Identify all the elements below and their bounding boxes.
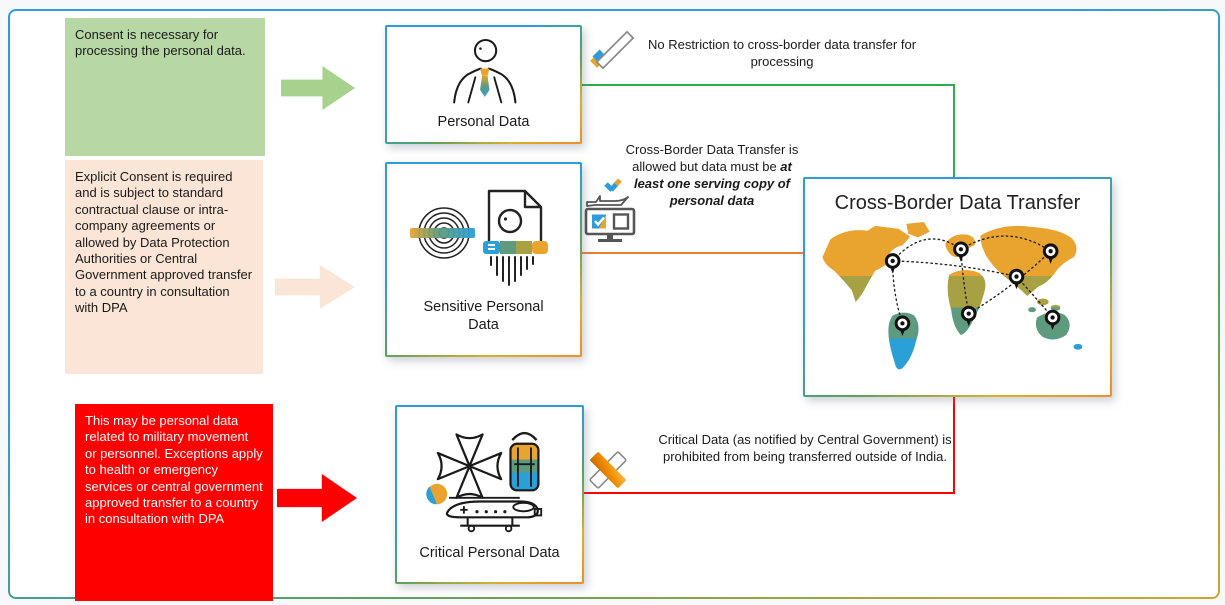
fingerprint-document-icon [409, 185, 559, 294]
annotation-text-emphasis: at least one serving copy of personal da… [633, 158, 792, 208]
connector-personal-to-map [578, 84, 955, 86]
note-consent-personal: Consent is necessary for processing the … [65, 18, 265, 156]
category-box-sensitive-personal-data: Sensitive Personal Data [385, 162, 582, 357]
note-explicit-consent-sensitive: Explicit Consent is required and is subj… [65, 160, 263, 374]
connector-sensitive-to-map [578, 252, 805, 254]
annotation-text: Cross-Border Data Transfer is allowed bu… [625, 142, 799, 174]
cross-border-data-transfer-panel: Cross-Border Data Transfer [803, 177, 1112, 397]
note-military-critical: This may be personal data related to mil… [75, 404, 273, 601]
annotation-prohibited: Critical Data (as notified by Central Go… [648, 432, 962, 466]
person-icon [441, 38, 527, 109]
connector-personal-to-map-vertical [953, 84, 955, 178]
category-label: Critical Personal Data [419, 544, 560, 561]
connector-critical-to-map-vertical [953, 392, 955, 494]
map-panel-title: Cross-Border Data Transfer [834, 192, 1081, 214]
category-box-personal-data: Personal Data [385, 25, 582, 144]
note-text: Consent is necessary for processing the … [75, 27, 246, 59]
category-label: Personal Data [437, 113, 530, 130]
check-marker-icon [586, 30, 636, 81]
annotation-text: No Restriction to cross-border data tran… [647, 37, 917, 69]
annotation-no-restriction: No Restriction to cross-border data tran… [645, 37, 919, 71]
map-pins [884, 241, 1060, 337]
note-text: This may be personal data related to mil… [85, 413, 263, 527]
monitor-check-icon [583, 174, 637, 249]
crossed-out-icon [584, 446, 632, 499]
category-label: Sensitive Personal Data [423, 298, 544, 333]
category-box-critical-personal-data: Critical Personal Data [395, 405, 584, 584]
connector-critical-to-map [581, 492, 955, 494]
annotation-text: Critical Data (as notified by Central Go… [658, 432, 952, 464]
world-map-icon [816, 220, 1100, 381]
note-text: Explicit Consent is required and is subj… [75, 169, 253, 315]
annotation-allowed-with-copy: Cross-Border Data Transfer is allowed bu… [624, 142, 800, 210]
military-icon [415, 427, 565, 540]
